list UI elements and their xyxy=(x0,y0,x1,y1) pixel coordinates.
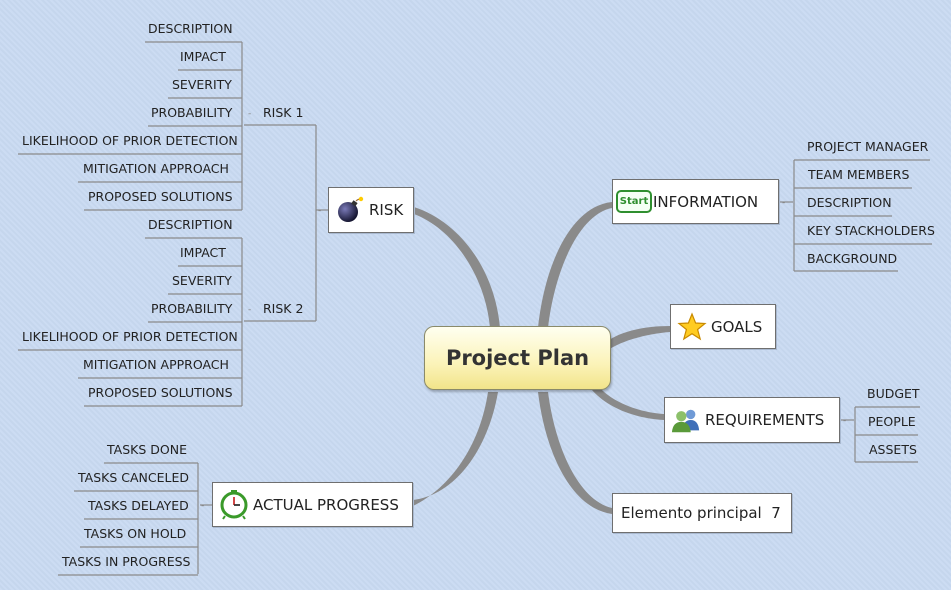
info-team-members[interactable]: TEAM MEMBERS xyxy=(808,167,910,182)
info-description[interactable]: DESCRIPTION xyxy=(807,195,892,210)
bomb-icon xyxy=(335,195,365,225)
svg-text:-: - xyxy=(248,109,251,119)
start-icon: Start xyxy=(615,187,653,217)
clock-icon xyxy=(219,489,249,520)
svg-text:-: - xyxy=(201,501,204,511)
svg-text:-: - xyxy=(782,198,785,208)
risk-topic[interactable]: RISK xyxy=(328,187,414,233)
risk1-likelihood[interactable]: LIKELIHOOD OF PRIOR DETECTION xyxy=(22,133,238,148)
risk1-mitigation[interactable]: MITIGATION APPROACH xyxy=(83,161,229,176)
svg-text:-: - xyxy=(248,305,251,315)
tasks-canceled[interactable]: TASKS CANCELED xyxy=(78,470,189,485)
tasks-in-progress[interactable]: TASKS IN PROGRESS xyxy=(62,554,191,569)
req-budget[interactable]: BUDGET xyxy=(867,386,920,401)
risk1-label[interactable]: RISK 1 xyxy=(263,105,304,120)
tasks-on-hold[interactable]: TASKS ON HOLD xyxy=(84,526,187,541)
req-assets[interactable]: ASSETS xyxy=(869,442,917,457)
requirements-topic[interactable]: REQUIREMENTS xyxy=(664,397,840,443)
risk1-probability[interactable]: PROBABILITY xyxy=(151,105,233,120)
risk-label: RISK xyxy=(369,201,404,219)
risk1-impact[interactable]: IMPACT xyxy=(180,49,226,64)
risk2-label[interactable]: RISK 2 xyxy=(263,301,304,316)
svg-text:-: - xyxy=(843,416,846,426)
risk2-likelihood[interactable]: LIKELIHOOD OF PRIOR DETECTION xyxy=(22,329,238,344)
info-project-manager[interactable]: PROJECT MANAGER xyxy=(807,139,929,154)
risk1-severity[interactable]: SEVERITY xyxy=(172,77,232,92)
risk2-probability[interactable]: PROBABILITY xyxy=(151,301,233,316)
requirements-label: REQUIREMENTS xyxy=(705,411,825,429)
risk2-solutions[interactable]: PROPOSED SOLUTIONS xyxy=(88,385,233,400)
risk2-mitigation[interactable]: MITIGATION APPROACH xyxy=(83,357,229,372)
risk1-description[interactable]: DESCRIPTION xyxy=(148,21,233,36)
goals-topic[interactable]: GOALS xyxy=(670,304,776,349)
req-people[interactable]: PEOPLE xyxy=(868,414,916,429)
risk2-description[interactable]: DESCRIPTION xyxy=(148,217,233,232)
start-icon-text: Start xyxy=(615,190,653,213)
star-icon xyxy=(677,311,707,342)
information-label: INFORMATION xyxy=(653,192,759,211)
element7-topic[interactable]: Elemento principal 7 xyxy=(612,493,792,533)
risk2-severity[interactable]: SEVERITY xyxy=(172,273,232,288)
actual-progress-topic[interactable]: ACTUAL PROGRESS xyxy=(212,482,413,527)
central-topic[interactable]: Project Plan xyxy=(424,326,611,390)
risk2-impact[interactable]: IMPACT xyxy=(180,245,226,260)
risk1-solutions[interactable]: PROPOSED SOLUTIONS xyxy=(88,189,233,204)
info-key-stackholders[interactable]: KEY STACKHOLDERS xyxy=(807,223,935,238)
tasks-done[interactable]: TASKS DONE xyxy=(107,442,187,457)
tasks-delayed[interactable]: TASKS DELAYED xyxy=(88,498,189,513)
svg-text:-: - xyxy=(318,206,321,216)
information-topic[interactable]: Start INFORMATION xyxy=(612,179,779,224)
actual-progress-label: ACTUAL PROGRESS xyxy=(253,495,399,514)
goals-label: GOALS xyxy=(711,317,763,336)
users-icon xyxy=(671,405,701,435)
info-background[interactable]: BACKGROUND xyxy=(807,251,898,266)
